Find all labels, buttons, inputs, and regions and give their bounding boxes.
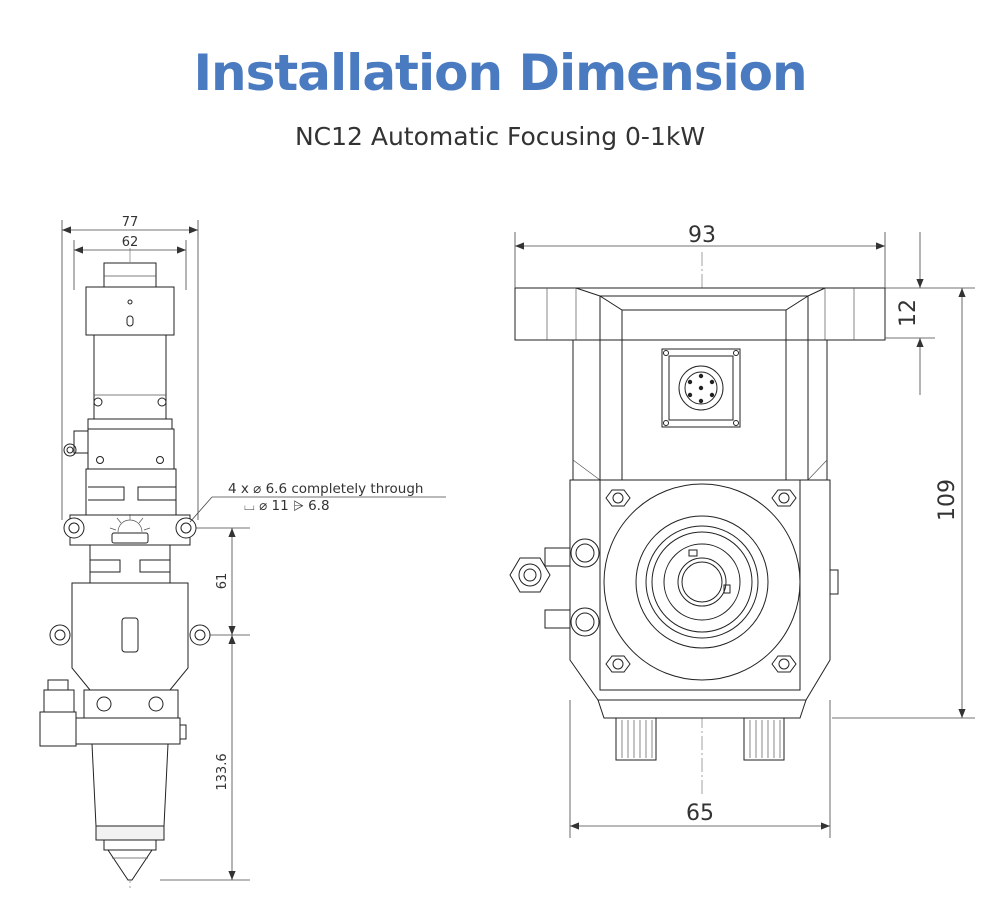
hole-note-line2: ⌴ ⌀ 11 ⩥ 6.8 bbox=[244, 498, 330, 514]
dim-label-133-6: 133.6 bbox=[215, 753, 230, 790]
dim-label-93: 93 bbox=[688, 223, 716, 248]
dim-label-62: 62 bbox=[122, 235, 139, 250]
page-subtitle: NC12 Automatic Focusing 0-1kW bbox=[294, 122, 706, 151]
front-view-dimensions bbox=[514, 232, 975, 838]
front-view-drawing bbox=[509, 252, 886, 795]
dim-label-65: 65 bbox=[686, 801, 714, 826]
dim-label-61: 61 bbox=[215, 573, 230, 590]
dim-label-12: 12 bbox=[896, 299, 921, 327]
side-view-dimensions bbox=[61, 220, 446, 881]
hole-note-line1: 4 x ⌀ 6.6 completely through bbox=[228, 481, 423, 497]
dim-label-109: 109 bbox=[935, 479, 960, 521]
page-title: Installation Dimension bbox=[193, 44, 807, 102]
dim-label-77: 77 bbox=[122, 215, 139, 230]
side-view-drawing bbox=[39, 248, 211, 888]
